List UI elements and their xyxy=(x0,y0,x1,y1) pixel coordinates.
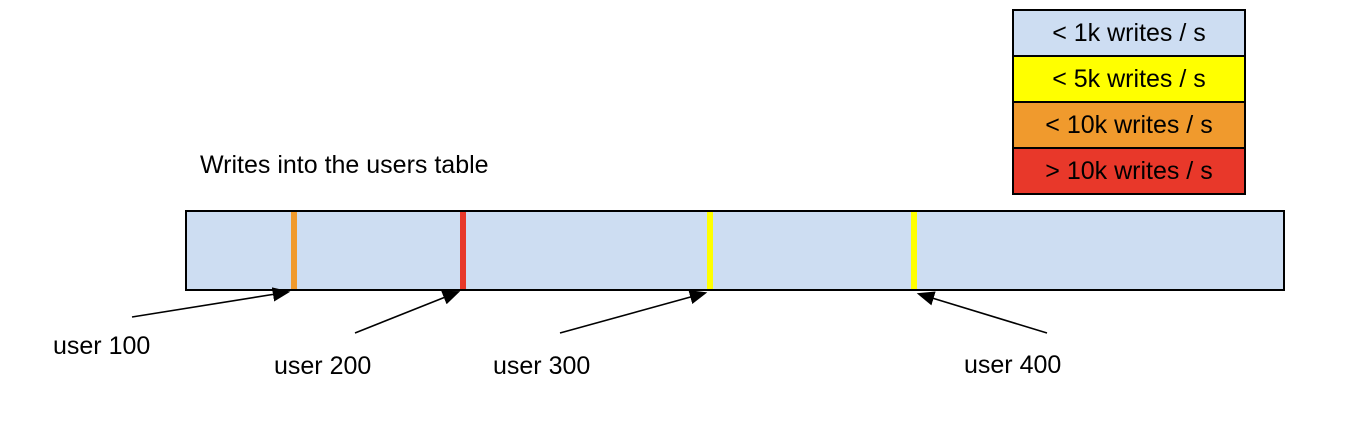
label-user-200: user 200 xyxy=(274,352,372,380)
arrow-user-100 xyxy=(131,287,291,318)
legend-item-gt-10k: > 10k writes / s xyxy=(1012,147,1246,195)
legend-item-label: > 10k writes / s xyxy=(1045,156,1213,185)
write-rate-legend: < 1k writes / s < 5k writes / s < 10k wr… xyxy=(1012,9,1246,195)
legend-item-label: < 10k writes / s xyxy=(1045,110,1213,139)
legend-item-lt-1k: < 1k writes / s xyxy=(1012,9,1246,57)
label-user-300: user 300 xyxy=(493,352,591,380)
hotspot-marker-user-400 xyxy=(911,212,917,289)
arrow-user-400 xyxy=(916,291,1048,334)
legend-item-lt-5k: < 5k writes / s xyxy=(1012,55,1246,103)
diagram-title: Writes into the users table xyxy=(200,151,489,179)
legend-item-lt-10k: < 10k writes / s xyxy=(1012,101,1246,149)
hotspot-marker-user-100 xyxy=(291,212,297,289)
arrow-user-200 xyxy=(354,290,461,334)
legend-item-label: < 1k writes / s xyxy=(1052,18,1206,47)
users-table-bar xyxy=(185,210,1285,291)
arrow-user-300 xyxy=(559,290,708,334)
hotspot-marker-user-300 xyxy=(707,212,713,289)
hotspot-marker-user-200 xyxy=(460,212,466,289)
label-user-100: user 100 xyxy=(53,332,151,360)
legend-item-label: < 5k writes / s xyxy=(1052,64,1206,93)
label-user-400: user 400 xyxy=(964,351,1062,379)
